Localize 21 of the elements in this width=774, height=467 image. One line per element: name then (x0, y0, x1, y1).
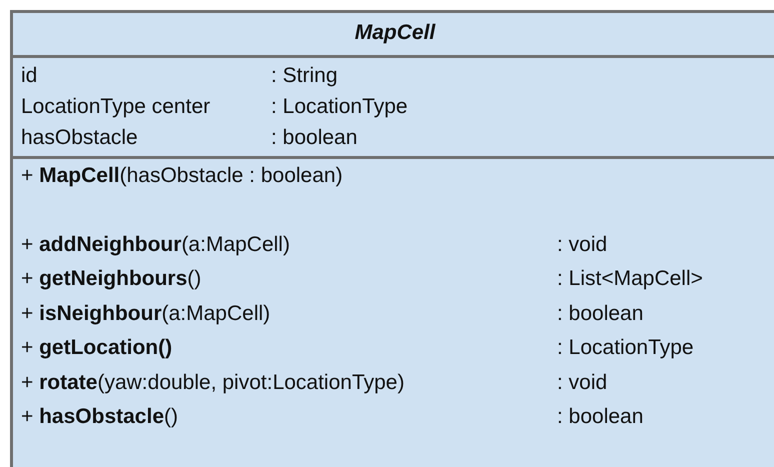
method-signature: + getLocation() (21, 335, 172, 361)
return-type: : List<MapCell> (557, 266, 703, 292)
return-type: : LocationType (557, 335, 694, 361)
attribute-name: id (21, 63, 38, 89)
attribute-name: LocationType center (21, 94, 210, 120)
attribute-name: hasObstacle (21, 125, 138, 151)
method-signature: + hasObstacle() (21, 404, 178, 430)
return-type: : boolean (557, 300, 644, 326)
method-signature: + rotate(yaw:double, pivot:LocationType) (21, 370, 404, 396)
return-type: : boolean (557, 404, 644, 430)
attribute-type: : String (271, 63, 338, 89)
return-type: : void (557, 232, 608, 258)
constructor-signature: + MapCell(hasObstacle : boolean) (21, 163, 343, 189)
return-type: : void (557, 370, 608, 396)
attribute-type: : LocationType (271, 94, 408, 120)
class-name: MapCell (354, 20, 436, 46)
class-box (10, 10, 774, 467)
method-signature: + getNeighbours() (21, 266, 202, 292)
method-signature: + isNeighbour(a:MapCell) (21, 300, 270, 326)
method-signature: + addNeighbour(a:MapCell) (21, 232, 290, 258)
attribute-type: : boolean (271, 125, 358, 151)
